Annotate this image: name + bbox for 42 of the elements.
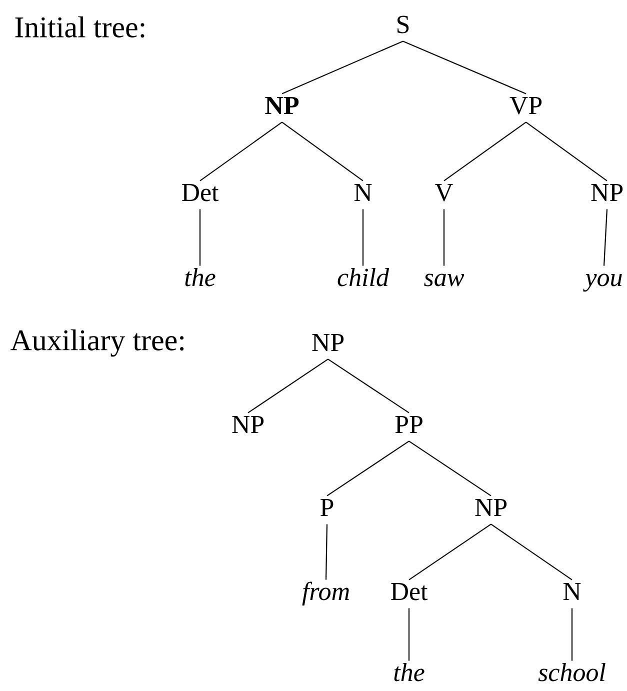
word: saw bbox=[424, 274, 464, 286]
word: from bbox=[302, 582, 349, 606]
section-heading: Initial tree: bbox=[15, 16, 144, 38]
tree-node-label: VP bbox=[510, 96, 542, 114]
tree-branch bbox=[282, 122, 364, 182]
tree-node-label: N bbox=[563, 582, 581, 600]
tree-node-label: S bbox=[398, 16, 409, 34]
word: you bbox=[583, 274, 622, 292]
tree-branch bbox=[571, 608, 573, 661]
section-heading: Auxiliary tree: bbox=[10, 329, 184, 357]
tree-node-label: NP bbox=[475, 498, 507, 516]
tree-branch bbox=[443, 209, 445, 266]
word: the bbox=[185, 268, 216, 286]
tree-node-label: N bbox=[354, 184, 372, 201]
tree-node-label: Det bbox=[390, 582, 428, 600]
tree-node-label: NP bbox=[265, 96, 299, 114]
tree-branch bbox=[603, 209, 608, 266]
tree-branch bbox=[326, 440, 410, 496]
tree-branch bbox=[402, 40, 526, 94]
tree-node-label: NP bbox=[591, 184, 623, 201]
tree-branch bbox=[408, 608, 410, 661]
tree-branch bbox=[248, 358, 328, 414]
tree-branch bbox=[200, 122, 282, 182]
tree-node-label: PP bbox=[395, 416, 422, 433]
tree-branch bbox=[444, 122, 526, 182]
tree-branch bbox=[526, 122, 608, 182]
tree-branch bbox=[199, 209, 201, 266]
word: child bbox=[338, 268, 390, 286]
tree-node-label: Det bbox=[182, 184, 219, 202]
tree-branch bbox=[328, 358, 410, 414]
word: school bbox=[538, 662, 606, 682]
word: the bbox=[394, 662, 424, 682]
tree-node-label: V bbox=[434, 184, 454, 202]
tree-branch bbox=[490, 524, 572, 580]
tree-branch bbox=[408, 524, 492, 580]
tree-branch bbox=[362, 209, 364, 266]
tree-branch bbox=[325, 524, 328, 580]
tree-branch bbox=[282, 40, 404, 94]
tree-node-label: NP bbox=[312, 334, 344, 351]
tree-node-label: NP bbox=[232, 416, 264, 433]
tree-node-label: P bbox=[320, 498, 334, 516]
tree-branch bbox=[408, 440, 492, 496]
